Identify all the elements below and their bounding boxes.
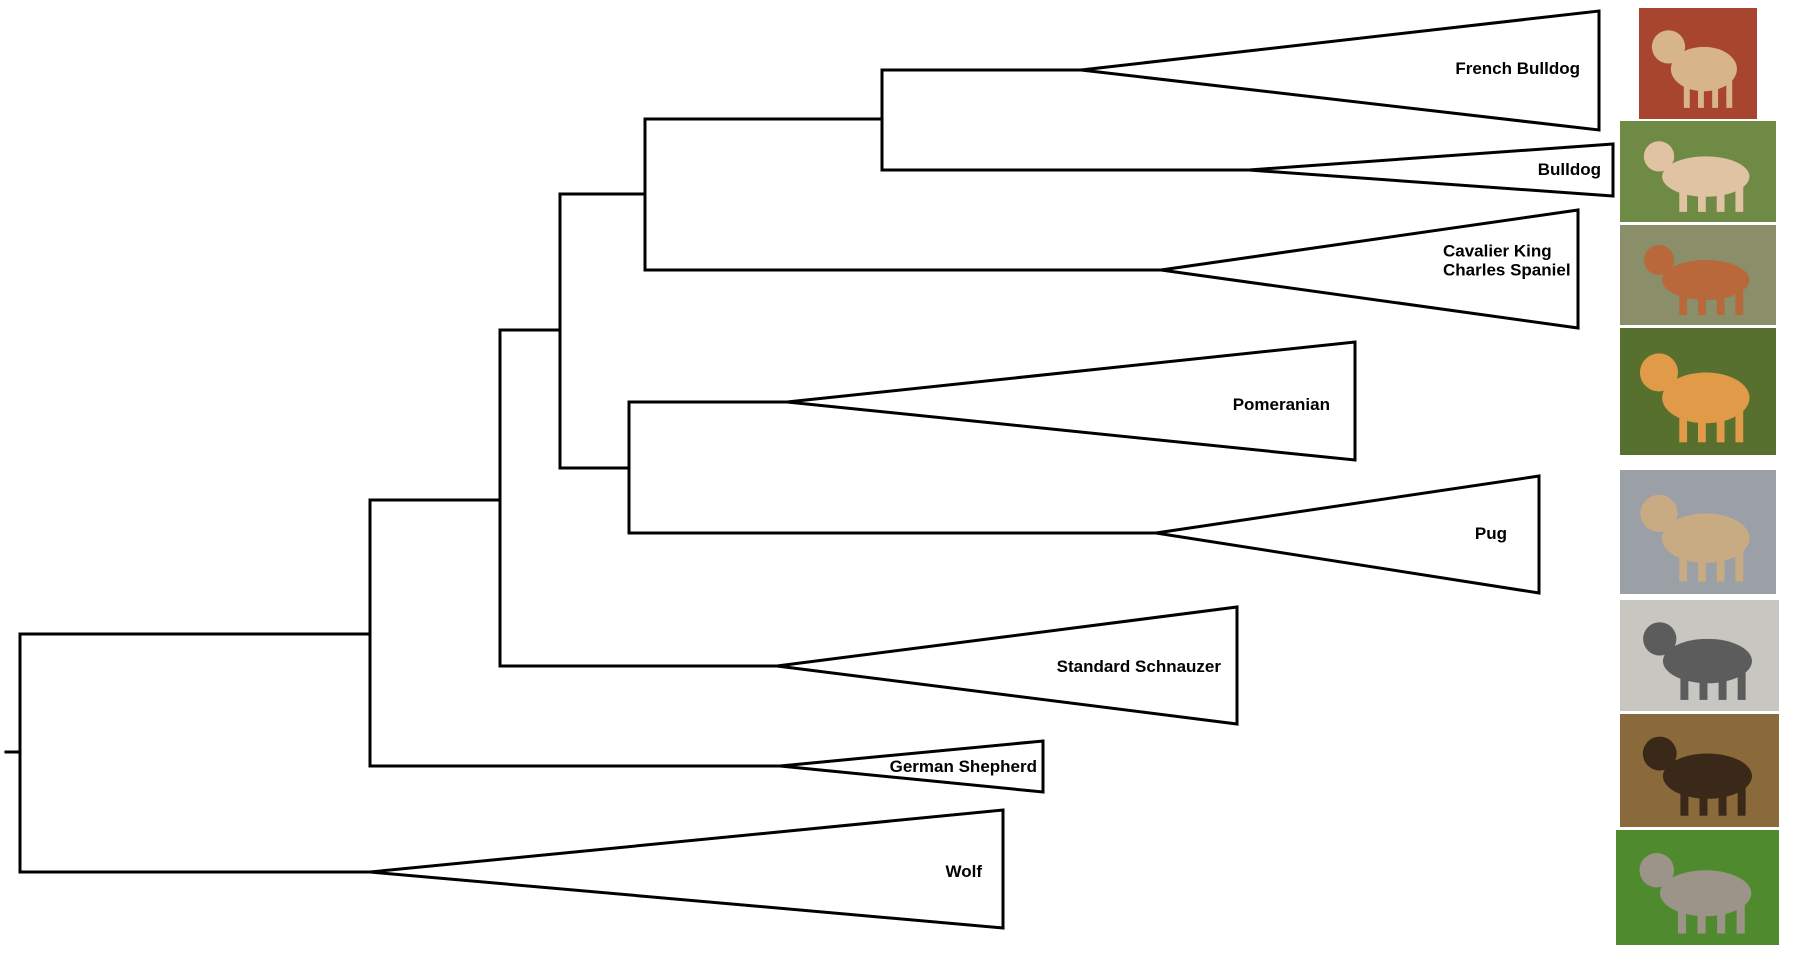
clade-wedge-pomeranian: [786, 340, 1357, 462]
dog-leg-shape: [1679, 546, 1688, 582]
breed-photo-wolf: [1616, 830, 1779, 945]
branch-node-schnauzer: [498, 328, 779, 668]
taxon-label-pomeranian: Pomeranian: [1233, 395, 1330, 414]
dog-leg-shape: [1735, 546, 1744, 582]
taxon-label-wolf: Wolf: [945, 862, 982, 881]
breed-photo-french-bulldog: [1639, 8, 1757, 119]
taxon-label-line: Wolf: [945, 862, 982, 881]
dog-leg-shape: [1698, 406, 1706, 443]
breed-photo-standard-schnauzer: [1620, 600, 1779, 711]
dog-leg-shape: [1679, 287, 1688, 315]
taxon-label-line: Pomeranian: [1233, 395, 1330, 414]
dog-leg-shape: [1735, 406, 1744, 443]
dog-head-shape: [1639, 853, 1674, 888]
dog-head-shape: [1639, 353, 1679, 392]
branch-node-shepherd: [368, 498, 782, 768]
dog-head-shape: [1642, 736, 1677, 771]
dog-leg-shape: [1697, 901, 1706, 934]
dog-leg-shape: [1716, 183, 1725, 212]
dog-head-shape: [1640, 494, 1678, 532]
dog-leg-shape: [1717, 901, 1726, 934]
taxon-label-line: Standard Schnauzer: [1057, 657, 1222, 676]
branch-node-bulldogs: [880, 68, 1251, 172]
taxon-label-bulldog: Bulldog: [1538, 160, 1601, 179]
dog-leg-shape: [1735, 183, 1744, 212]
clade-wedge-standard-schnauzer: [776, 605, 1239, 726]
dog-head-shape: [1643, 622, 1677, 656]
dog-leg-shape: [1699, 784, 1708, 816]
dog-leg-shape: [1716, 546, 1725, 582]
clade-wedge-german-shepherd: [779, 739, 1045, 794]
dog-leg-shape: [1736, 901, 1745, 934]
branch-root-node: [18, 632, 372, 874]
dog-leg-shape: [1716, 406, 1725, 443]
dog-leg-shape: [1699, 668, 1708, 700]
dog-leg-shape: [1698, 76, 1704, 108]
dog-leg-shape: [1680, 668, 1689, 700]
dog-leg-shape: [1718, 784, 1727, 816]
taxon-label-german-shepherd: German Shepherd: [890, 757, 1037, 776]
taxon-label-standard-schnauzer: Standard Schnauzer: [1057, 657, 1222, 676]
taxon-label-line: Charles Spaniel: [1443, 261, 1571, 280]
dog-leg-shape: [1737, 668, 1746, 700]
taxon-label-line: Pug: [1475, 524, 1507, 543]
branch-node-toy: [558, 192, 647, 470]
dog-leg-shape: [1698, 287, 1706, 315]
breed-photo-pomeranian: [1620, 328, 1776, 455]
dog-leg-shape: [1698, 546, 1706, 582]
taxon-label-french-bulldog: French Bulldog: [1455, 59, 1580, 78]
dog-leg-shape: [1677, 901, 1687, 934]
branch-node-pomeranian-pug: [627, 400, 1158, 535]
clade-wedge-french-bulldog: [1080, 9, 1601, 132]
dog-leg-shape: [1712, 76, 1719, 108]
dog-leg-shape: [1679, 183, 1688, 212]
breed-photo-column: [1616, 8, 1779, 945]
dog-leg-shape: [1683, 76, 1690, 108]
taxon-label-line: Bulldog: [1538, 160, 1601, 179]
taxon-label-line: French Bulldog: [1455, 59, 1580, 78]
dog-head-shape: [1644, 245, 1674, 275]
taxon-label-line: German Shepherd: [890, 757, 1037, 776]
dog-leg-shape: [1679, 406, 1688, 443]
dog-head-shape: [1651, 30, 1686, 64]
branch-node-spaniel: [643, 117, 1163, 272]
dog-leg-shape: [1718, 668, 1727, 700]
dog-leg-shape: [1735, 287, 1744, 315]
clade-wedge-pug: [1155, 474, 1541, 595]
breed-photo-german-shepherd: [1620, 714, 1779, 827]
clade-wedges: [369, 9, 1615, 930]
clade-wedge-wolf: [369, 808, 1005, 930]
taxon-label-pug: Pug: [1475, 524, 1507, 543]
tree-branches: [4, 68, 1251, 874]
breed-photo-bulldog: [1620, 121, 1776, 222]
clade-wedge-cavalier-king-charles-spaniel: [1160, 208, 1580, 330]
breed-photo-pug: [1620, 470, 1776, 594]
taxon-label-line: Cavalier King: [1443, 242, 1552, 261]
dog-leg-shape: [1737, 784, 1746, 816]
dog-head-shape: [1643, 141, 1675, 172]
dog-leg-shape: [1698, 183, 1706, 212]
clade-wedge-bulldog: [1248, 142, 1615, 198]
breed-photo-cavalier-king-charles-spaniel: [1620, 225, 1776, 325]
dog-leg-shape: [1716, 287, 1725, 315]
dog-leg-shape: [1680, 784, 1689, 816]
dog-leg-shape: [1726, 76, 1733, 108]
